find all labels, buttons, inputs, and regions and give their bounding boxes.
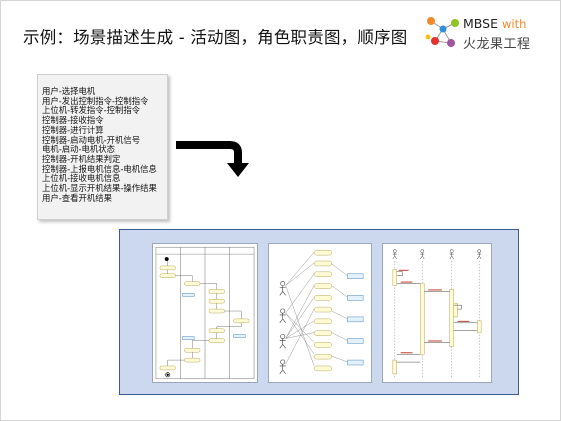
logo-molecule-icon [425,17,459,47]
scenario-line: 控制器-上报电机信息-电机信息 [42,163,157,174]
sequence-diagram-thumbnail[interactable] [382,243,492,383]
scenario-line: 电机-启动-电机状态 [42,144,116,155]
bent-arrow-icon [176,141,249,177]
generated-diagrams-panel [119,229,519,395]
scenario-line: 控制器-启动电机-开机信号 [42,134,141,145]
scenario-line: 用户-选择电机 [42,86,96,96]
scenario-line: 用户-发出控制指令-控制指令 [42,95,149,106]
activity-diagram-icon [155,246,255,380]
logo-dot [447,39,455,47]
logo-dot [425,34,431,40]
scenario-line: 上位机-显示开机结果-操作结果 [42,183,157,194]
scenario-line: 控制器-进行计算 [42,124,104,135]
logo-dot [451,19,459,27]
logo-brand: 火龙果工程 [463,37,531,52]
logo-wordmark: MBSE with [463,16,526,31]
scenario-line: 上位机-转发指令-控制指令 [42,105,141,116]
logo-with: with [501,17,527,31]
slide-title: 示例：场景描述生成 - 活动图，角色职责图，顺序图 [23,28,408,47]
scenario-description-box: 用户-选择电机 用户-发出控制指令-控制指令 上位机-转发指令-控制指令 控制器… [37,74,168,220]
role-diagram-icon [279,249,364,374]
scenario-line: 用户-查看开机结果 [42,192,113,203]
scenario-line: 上位机-接收电机信息 [42,173,121,184]
logo: MBSE with 火龙果工程 [425,13,555,53]
logo-dot [431,37,439,45]
logo-dot [427,17,435,25]
role-responsibility-diagram-thumbnail[interactable] [268,243,372,383]
sequence-diagram-icon [392,249,482,378]
activity-diagram-thumbnail[interactable] [152,243,258,383]
scenario-line: 控制器-开机结果判定 [42,153,121,164]
logo-name: MBSE [463,16,498,31]
logo-dot [439,25,447,33]
scenario-line: 控制器-接收指令 [42,115,104,126]
